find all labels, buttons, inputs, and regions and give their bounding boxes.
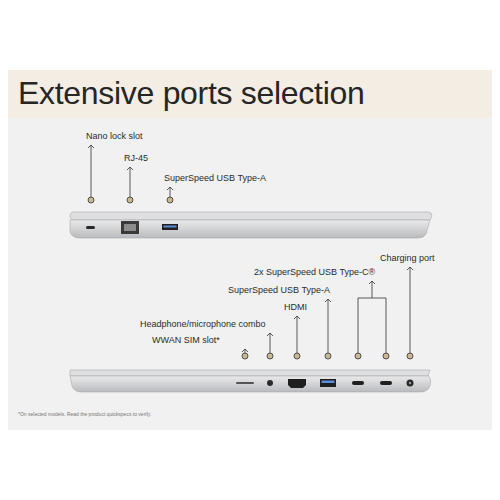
footnote: *On selected models. Read the product qu… (18, 411, 151, 417)
panel (8, 118, 492, 430)
port-label: SuperSpeed USB Type-A (228, 285, 330, 296)
port-label: WWAN SIM slot* (152, 335, 220, 346)
leader-lines (88, 145, 413, 356)
laptop-right-side (70, 370, 431, 392)
port-label: Headphone/microphone combo (140, 319, 266, 330)
port-label: HDMI (284, 302, 307, 313)
port-label: Nano lock slot (86, 131, 143, 142)
port-label: Charging port (380, 253, 435, 264)
title-band (8, 70, 492, 118)
port-label: 2x SuperSpeed USB Type-C® (254, 267, 375, 278)
page-title: Extensive ports selection (18, 74, 364, 112)
laptop-left-side (70, 212, 432, 238)
port-label: RJ-45 (124, 153, 148, 164)
port-markers (88, 197, 413, 359)
port-label: SuperSpeed USB Type-A (164, 173, 266, 184)
